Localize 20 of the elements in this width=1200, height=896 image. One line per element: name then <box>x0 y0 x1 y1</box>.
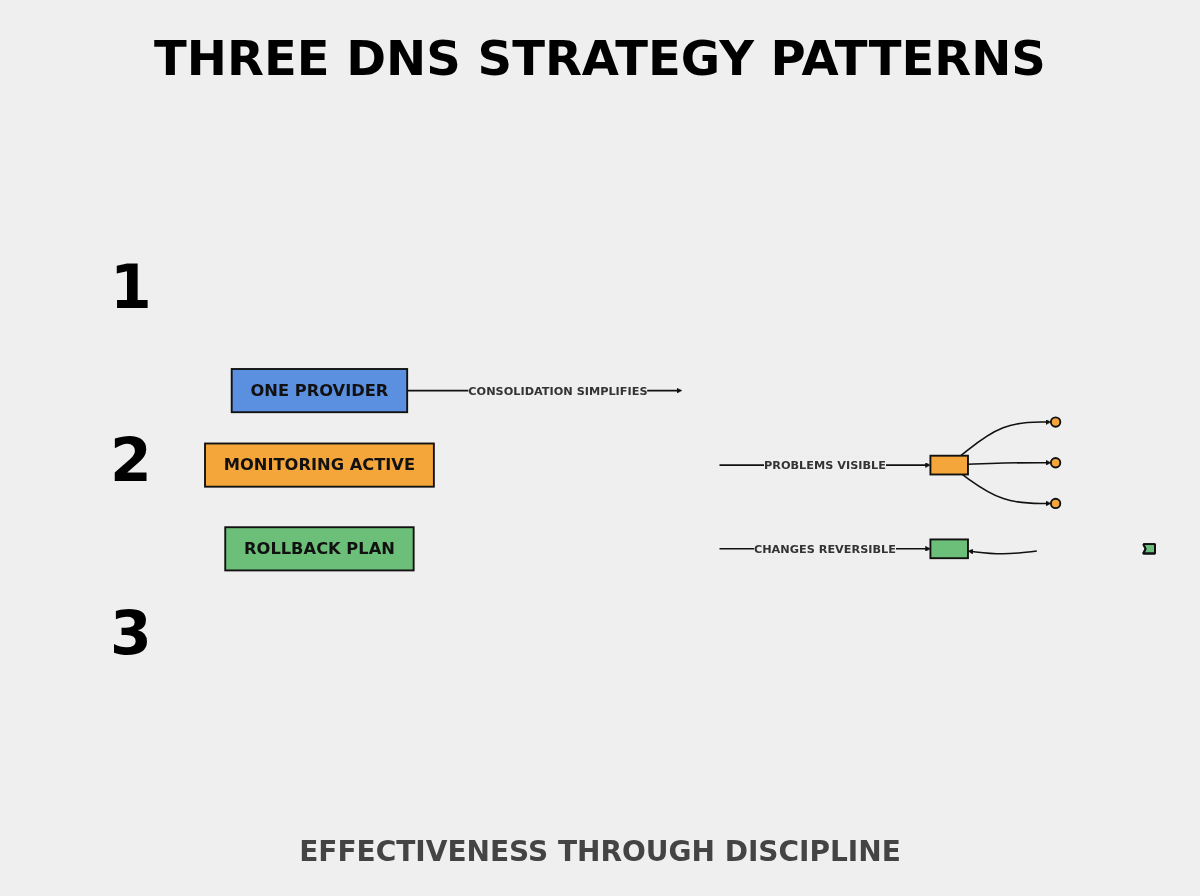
node-circle <box>1050 457 1062 469</box>
step-number: 2 <box>110 425 152 495</box>
edge-label: CHANGES REVERSIBLE <box>753 542 896 556</box>
arrow <box>967 549 1038 555</box>
edge-label: PROBLEMS VISIBLE <box>763 458 886 472</box>
node-box: MONITORING ACTIVE <box>204 442 435 488</box>
node-circle <box>1050 498 1062 510</box>
caption: EFFECTIVENESS THROUGH DISCIPLINE <box>299 835 901 868</box>
node-circle <box>1050 416 1062 428</box>
arrow <box>960 419 1052 457</box>
arrow <box>961 474 1052 507</box>
arrow <box>967 460 1052 466</box>
edge-label: CONSOLIDATION SIMPLIFIES <box>468 384 648 398</box>
node-box <box>929 455 969 476</box>
title: THREE DNS STRATEGY PATTERNS <box>154 30 1046 86</box>
step-number: 3 <box>110 598 152 669</box>
step-number: 1 <box>110 251 152 322</box>
node-box: ROLLBACK PLAN <box>224 526 415 572</box>
node-box <box>929 538 969 560</box>
node-box: ONE PROVIDER <box>230 368 409 414</box>
